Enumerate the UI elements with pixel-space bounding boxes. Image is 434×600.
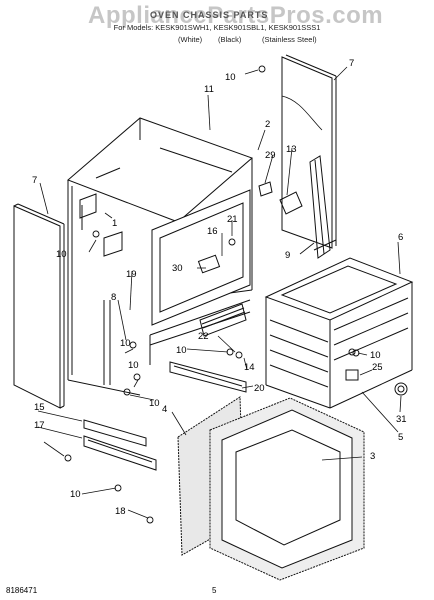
part-insulation-blanket bbox=[177, 396, 365, 581]
part-side-panel-left bbox=[13, 203, 65, 409]
callout-16: 16 bbox=[207, 226, 218, 237]
part-back-panel bbox=[281, 54, 337, 249]
screw-group bbox=[64, 65, 360, 524]
part-oven-cavity bbox=[264, 257, 414, 409]
callout-18: 18 bbox=[115, 506, 126, 517]
callout-15: 15 bbox=[34, 402, 45, 413]
callout-30: 30 bbox=[172, 263, 183, 274]
callout-10-g: 10 bbox=[70, 489, 81, 500]
callout-6: 6 bbox=[398, 232, 403, 243]
callout-3: 3 bbox=[370, 451, 375, 462]
callout-10-e: 10 bbox=[176, 345, 187, 356]
diagram-title: OVEN CHASSIS PARTS bbox=[150, 10, 269, 20]
part-31-light-socket bbox=[394, 382, 408, 396]
callout-7-back: 7 bbox=[349, 58, 354, 69]
callout-4: 4 bbox=[162, 404, 167, 415]
part-vent-bracket bbox=[309, 155, 337, 259]
callout-10-f: 10 bbox=[370, 350, 381, 361]
callout-2: 2 bbox=[265, 119, 270, 130]
watermark: AppliancePartsPros.com bbox=[88, 2, 384, 29]
part-29-grommet bbox=[258, 181, 273, 197]
callout-20: 20 bbox=[254, 383, 265, 394]
part-20-rail bbox=[169, 361, 247, 393]
callout-31: 31 bbox=[396, 414, 407, 425]
callout-11: 11 bbox=[204, 84, 214, 95]
page-number: 5 bbox=[212, 586, 217, 595]
part-main-chassis bbox=[67, 117, 253, 396]
callout-9: 9 bbox=[285, 250, 290, 261]
leader-lines bbox=[37, 66, 402, 519]
callout-22: 22 bbox=[198, 331, 209, 342]
color-label-stainless: (Stainless Steel) bbox=[262, 35, 317, 44]
diagram-header: AppliancePartsPros.com OVEN CHASSIS PART… bbox=[0, 0, 434, 58]
callout-10-b: 10 bbox=[225, 72, 236, 83]
callout-25: 25 bbox=[372, 362, 383, 373]
callout-7-side: 7 bbox=[32, 175, 37, 186]
callout-19: 19 bbox=[126, 269, 137, 280]
callout-29: 29 bbox=[265, 150, 276, 161]
color-label-black: (Black) bbox=[218, 35, 242, 44]
callout-8: 8 bbox=[111, 292, 116, 303]
part-13-clip bbox=[279, 191, 303, 215]
callout-10-a: 10 bbox=[56, 249, 67, 260]
callout-1: 1 bbox=[112, 218, 117, 229]
callout-5: 5 bbox=[398, 432, 403, 443]
part-lower-brackets bbox=[83, 419, 157, 471]
model-numbers: For Models: KESK901SWH1, KESK901SBL1, KE… bbox=[113, 23, 321, 32]
callout-14: 14 bbox=[244, 362, 255, 373]
callout-17: 17 bbox=[34, 420, 45, 431]
callout-10-d: 10 bbox=[149, 398, 160, 409]
callout-13: 13 bbox=[286, 144, 297, 155]
document-number: 8186471 bbox=[6, 586, 38, 595]
callout-numbers: 1 2 3 4 5 6 7 7 8 9 10 10 10 10 10 10 10… bbox=[32, 58, 407, 517]
callout-10-h: 10 bbox=[120, 338, 131, 349]
callout-10-c: 10 bbox=[128, 360, 139, 371]
callout-21: 21 bbox=[227, 214, 238, 225]
color-label-white: (White) bbox=[178, 35, 203, 44]
